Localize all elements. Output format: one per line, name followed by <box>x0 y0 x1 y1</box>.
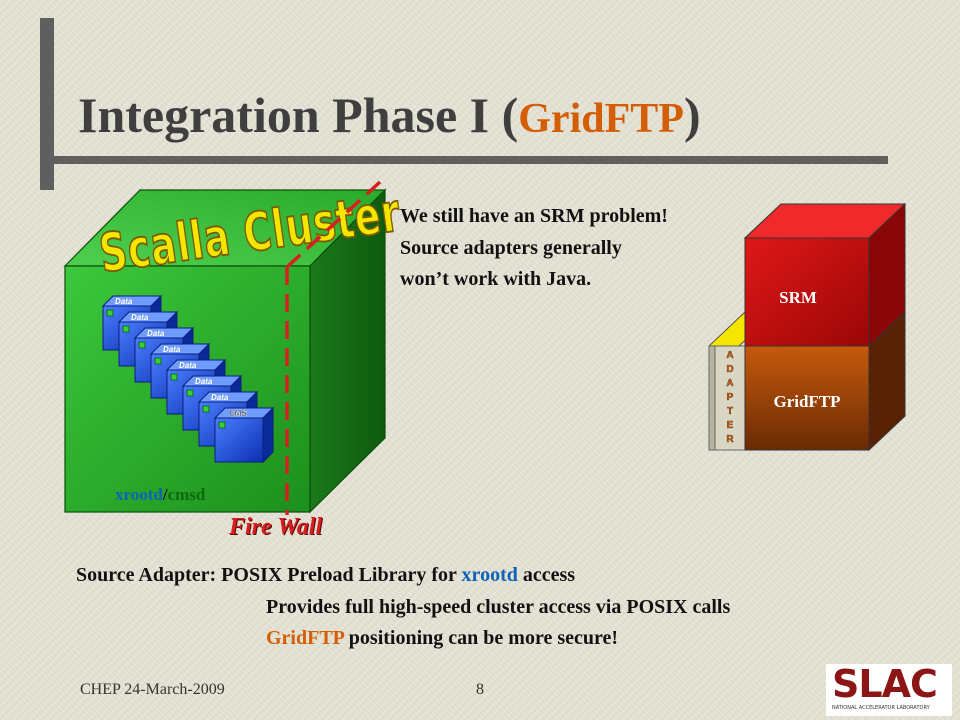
server-label-2: Data <box>131 313 149 322</box>
adapter-letter-1: A <box>726 350 733 361</box>
adapter-letter-6: E <box>727 420 734 431</box>
srm-front <box>744 237 870 347</box>
bottom-line-3: GridFTP positioning can be more secure! <box>266 626 618 650</box>
server-label-6: Data <box>195 377 213 386</box>
bottom-line-1: Source Adapter: POSIX Preload Library fo… <box>76 563 575 587</box>
title-highlight: GridFTP <box>518 96 684 142</box>
redirector-label: CMS <box>229 409 247 418</box>
decorative-horizontal-bar <box>40 156 888 164</box>
footer-page-number: 8 <box>476 681 484 698</box>
bottom-line-1-prefix: Source Adapter: POSIX Preload Library fo… <box>76 564 462 586</box>
adapter-letters: A D A P T E R <box>726 350 734 445</box>
title-suffix: ) <box>683 87 701 143</box>
slide-title: Integration Phase I (GridFTP) <box>78 80 878 150</box>
bottom-line-2: Provides full high-speed cluster access … <box>266 596 731 618</box>
srm-gridftp-stack: SRM GridFTP A D A P T E R <box>707 202 907 452</box>
bottom-line-1-suffix: access <box>517 564 576 586</box>
adapter-letter-7: R <box>726 434 734 445</box>
bottom-line-3-suffix: positioning can be more secure! <box>343 627 619 649</box>
adapter-letter-2: D <box>726 364 733 375</box>
server-label-7: Data <box>211 393 229 402</box>
decorative-vertical-bar <box>40 18 54 190</box>
caption-xrootd: xrootd <box>115 485 163 504</box>
data-server-stack: Data Data Data Data Data Data Data CMS <box>102 295 274 463</box>
note-line-2: Source adapters generally <box>400 237 622 259</box>
slac-logo: SLAC NATIONAL ACCELERATOR LABORATORY <box>826 664 952 716</box>
footer-conference: CHEP 24-March-2009 <box>80 681 225 698</box>
title-prefix: Integration Phase I ( <box>78 87 519 143</box>
adapter-front <box>714 345 746 451</box>
slac-logo-text: SLAC <box>832 662 938 706</box>
note-line-1: We still have an SRM problem! <box>400 205 668 227</box>
gridftp-front <box>744 345 870 451</box>
bottom-line-3-highlight: GridFTP <box>266 627 344 649</box>
firewall-label: Fire Wall <box>229 514 323 540</box>
slac-logo-subtext: NATIONAL ACCELERATOR LABORATORY <box>832 705 930 711</box>
gridftp-label: GridFTP <box>773 392 840 411</box>
cluster-caption: xrootd/cmsd <box>115 485 206 504</box>
server-label-3: Data <box>147 329 165 338</box>
caption-cmsd: cmsd <box>168 485 206 504</box>
adapter-letter-4: P <box>727 392 734 403</box>
srm-label: SRM <box>779 288 817 307</box>
server-label-4: Data <box>163 345 181 354</box>
server-label-1: Data <box>115 297 133 306</box>
note-line-3: won’t work with Java. <box>400 268 592 290</box>
adapter-letter-3: A <box>726 378 733 389</box>
bottom-line-1-highlight: xrootd <box>461 564 518 586</box>
adapter-letter-5: T <box>727 406 733 417</box>
firewall-line-diagonal <box>285 180 382 269</box>
server-label-5: Data <box>179 361 197 370</box>
scalla-cluster-diagram: Data Data Data Data Data Data Data CMS S… <box>63 180 405 515</box>
caption-separator: / <box>162 485 168 504</box>
